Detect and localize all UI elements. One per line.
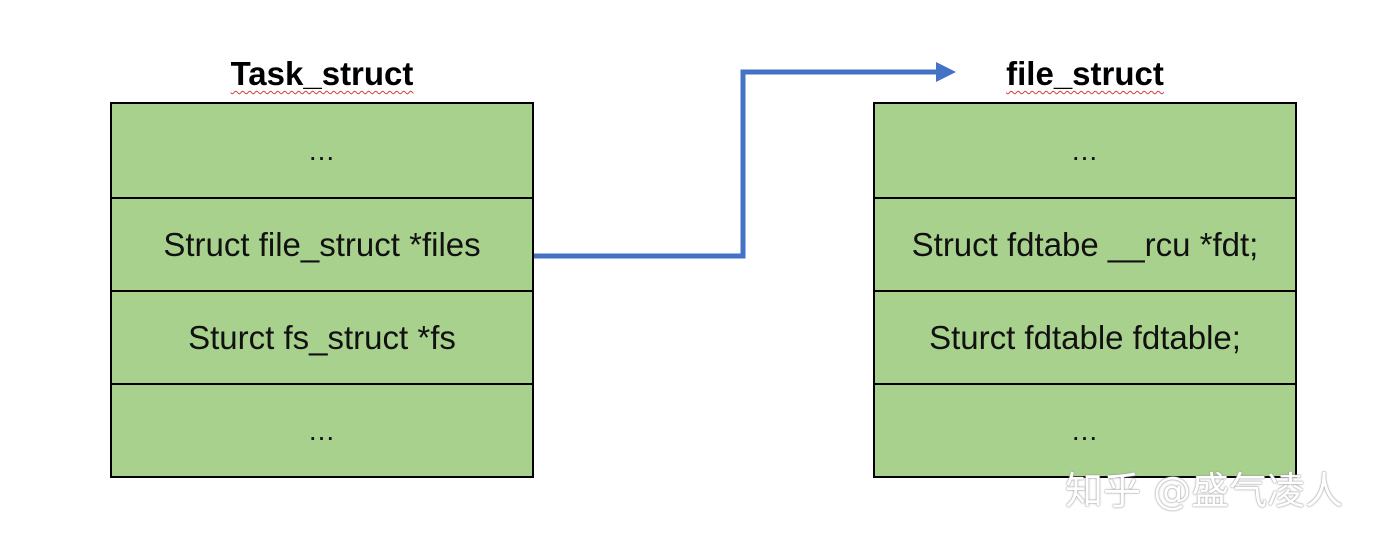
file-struct-row-fdt: Struct fdtabe __rcu *fdt; xyxy=(875,197,1295,290)
file-struct-row-fdtable: Sturct fdtable fdtable; xyxy=(875,290,1295,383)
task-struct-row-fs: Sturct fs_struct *fs xyxy=(112,290,532,383)
arrow-connector-line xyxy=(534,69,938,259)
file-struct-title: file_struct xyxy=(873,52,1297,96)
file-struct-row: ... xyxy=(1071,134,1099,166)
task-struct-row-files: Struct file_struct *files xyxy=(112,197,532,290)
task-struct-row: ... xyxy=(308,134,336,166)
task-struct-title-text: Task_struct xyxy=(230,55,414,92)
file-struct-table: ... Struct fdtabe __rcu *fdt; Sturct fdt… xyxy=(873,102,1297,478)
task-struct-row: ... xyxy=(112,383,532,476)
file-struct-row: ... xyxy=(875,383,1295,476)
arrow-head-icon xyxy=(936,62,956,82)
zhihu-watermark: 知乎 @盛气凌人 xyxy=(1065,469,1344,513)
file-struct-title-text: file_struct xyxy=(1006,55,1164,92)
task-struct-table: ... Struct file_struct *files Sturct fs_… xyxy=(110,102,534,478)
task-struct-title: Task_struct xyxy=(110,52,534,96)
